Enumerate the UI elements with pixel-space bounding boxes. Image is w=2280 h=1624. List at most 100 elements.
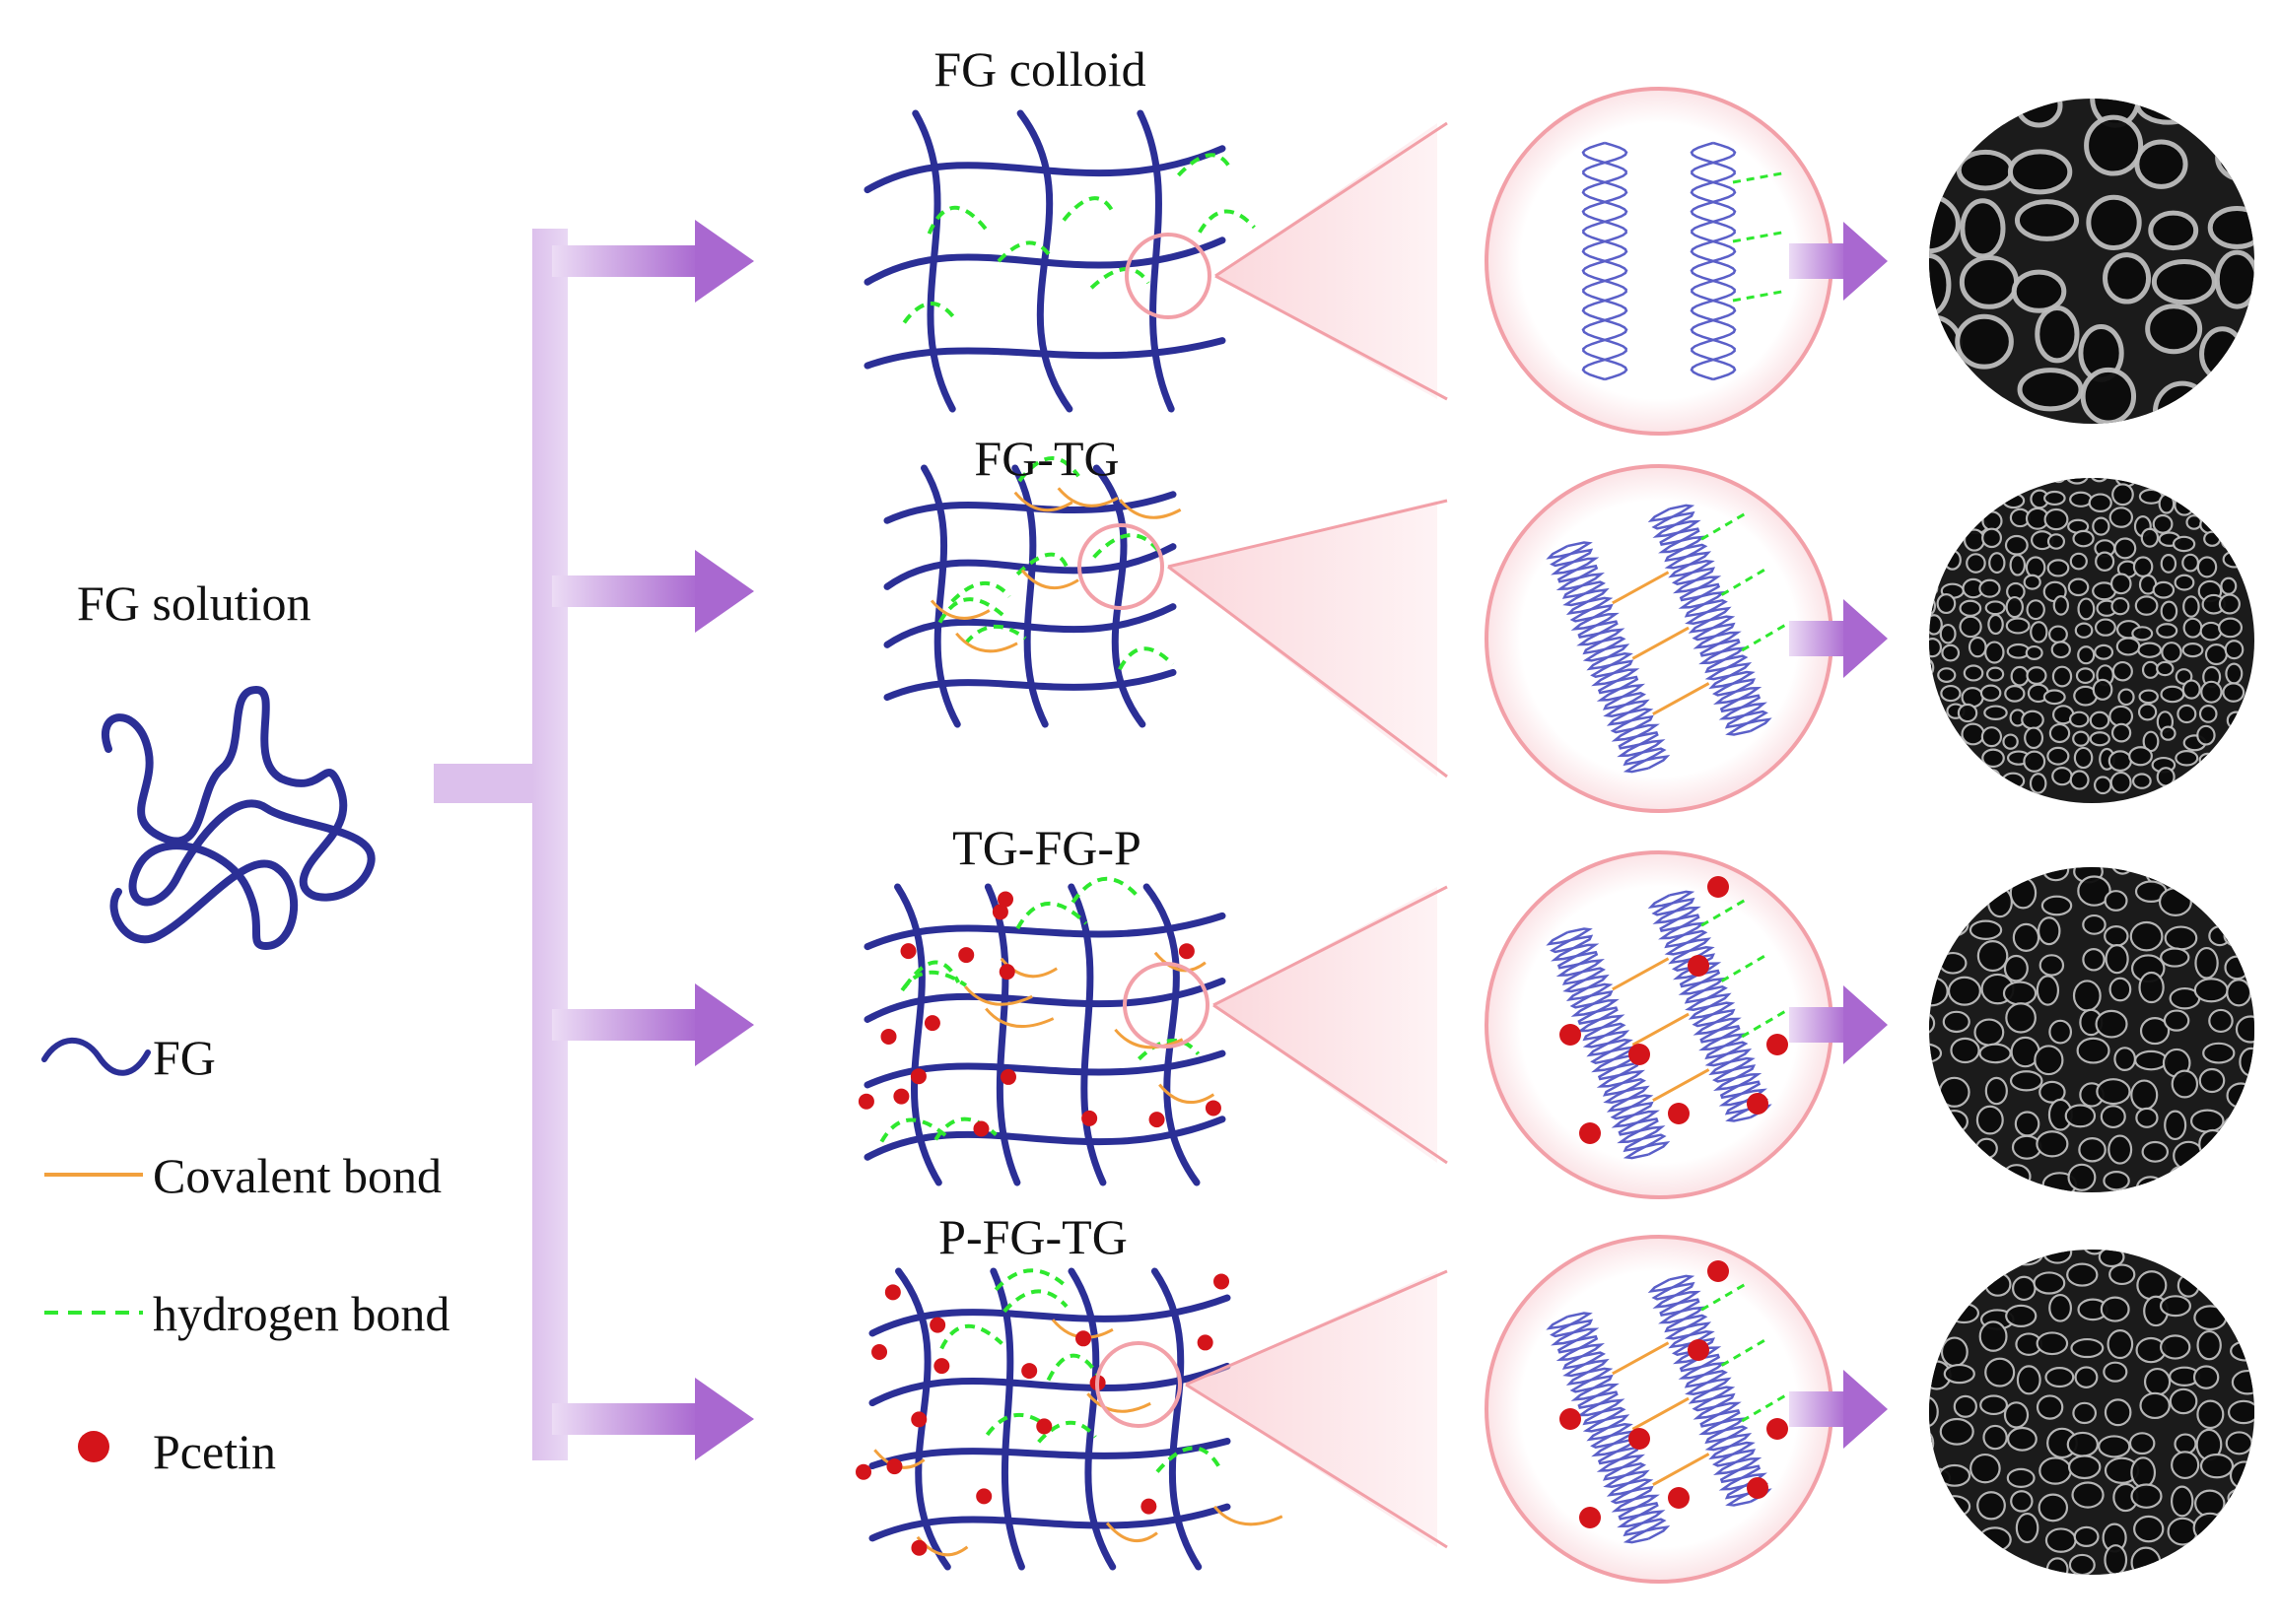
sem-pore bbox=[2223, 923, 2254, 948]
sem-pore bbox=[2160, 600, 2178, 622]
pectin-dot bbox=[1579, 1507, 1601, 1528]
sem-pore bbox=[2171, 1451, 2200, 1480]
fg-strand bbox=[1068, 883, 1107, 1186]
sem-pore bbox=[2011, 269, 2067, 313]
sem-pore bbox=[2076, 1037, 2110, 1064]
sem-pore bbox=[1976, 867, 2003, 880]
sem-pore bbox=[2103, 1361, 2128, 1383]
covalent-link bbox=[1652, 682, 1710, 716]
sem-pore bbox=[2002, 981, 2038, 1006]
sem-pore bbox=[2017, 368, 2084, 412]
sem-pore bbox=[2024, 726, 2044, 750]
sem-pore bbox=[1929, 750, 1939, 769]
pectin-dot bbox=[856, 1463, 872, 1480]
sem-pore bbox=[2068, 710, 2090, 728]
hydrogen-bond bbox=[1062, 196, 1117, 222]
sem-pore bbox=[1957, 703, 1978, 723]
sem-pore bbox=[2139, 1017, 2171, 1046]
fg-strand bbox=[883, 491, 1177, 524]
sem-pore bbox=[2218, 617, 2244, 639]
sem-pore bbox=[1929, 691, 1941, 709]
sem-pore bbox=[1950, 867, 1975, 881]
row-title-3: TG-FG-P bbox=[952, 820, 1141, 875]
hydrogen-link bbox=[1732, 230, 1788, 243]
sem-pore bbox=[1982, 488, 2007, 508]
sem-pore bbox=[1942, 514, 1961, 536]
sem-pore bbox=[2194, 946, 2219, 980]
sem-pore bbox=[2222, 550, 2246, 569]
sem-pore bbox=[2006, 1467, 2036, 1489]
helix-pair bbox=[1546, 504, 1791, 774]
sem-pore bbox=[2077, 645, 2096, 665]
sem-pore bbox=[1982, 1424, 2008, 1451]
hydrogen-bond bbox=[939, 1323, 1003, 1350]
sem-pore bbox=[2004, 534, 2029, 556]
pectin-dot bbox=[1707, 876, 1729, 898]
helix-strand bbox=[1546, 1315, 1671, 1540]
covalent-bond bbox=[964, 985, 1033, 1006]
sem-pore bbox=[2064, 1104, 2097, 1128]
sem-pore bbox=[2227, 1399, 2254, 1425]
sem-pore bbox=[2130, 1456, 2157, 1489]
sem-pore bbox=[2226, 1082, 2254, 1110]
sem-pore bbox=[2086, 194, 2142, 250]
sem-pore bbox=[2094, 643, 2114, 660]
pectin-dot bbox=[933, 1358, 950, 1375]
sem-pore bbox=[2221, 478, 2243, 486]
sem-pore bbox=[2042, 689, 2066, 706]
sem-pore bbox=[1940, 684, 1962, 703]
sem-pore bbox=[2140, 527, 2160, 548]
sem-pore bbox=[1929, 486, 1935, 508]
sem-pore bbox=[1943, 549, 1962, 571]
sem-pore bbox=[1966, 488, 1989, 505]
fg-strand bbox=[864, 978, 1226, 1023]
sem-pore bbox=[2107, 750, 2132, 773]
zoom-beam-edge bbox=[1214, 274, 1448, 401]
covalent-bond bbox=[1119, 499, 1182, 519]
sem-pore bbox=[2110, 596, 2130, 616]
sem-pore bbox=[1947, 976, 1981, 1006]
pectin-dot bbox=[958, 947, 975, 964]
sem-pore bbox=[2199, 621, 2223, 642]
sem-pore bbox=[1966, 553, 1986, 574]
pectin-dot bbox=[1668, 1487, 1690, 1509]
sem-pore bbox=[1984, 600, 2006, 616]
sem-pore bbox=[1986, 886, 2013, 918]
sem-pore bbox=[2165, 1250, 2192, 1263]
pectin-dot bbox=[1140, 1498, 1157, 1515]
sem-pore bbox=[1966, 478, 1984, 488]
hydrogen-bond bbox=[1002, 1289, 1069, 1314]
sem-pore bbox=[2025, 644, 2043, 660]
pectin-dot bbox=[1628, 1044, 1650, 1065]
row-3 bbox=[858, 850, 2254, 1199]
sem-pore bbox=[1929, 976, 1949, 1007]
flow-arrow-icon bbox=[695, 983, 754, 1066]
sem-pore bbox=[2172, 535, 2196, 553]
pectin-dot bbox=[1628, 1428, 1650, 1450]
sem-pore bbox=[2113, 1047, 2137, 1071]
sem-pore bbox=[2235, 1015, 2254, 1044]
sem-pore bbox=[1929, 657, 1935, 678]
pectin-dot bbox=[1148, 1112, 1165, 1128]
sem-pore bbox=[2068, 1553, 2096, 1575]
sem-pore bbox=[2067, 577, 2090, 597]
sem-pore bbox=[2069, 491, 2093, 508]
sem-pore bbox=[2175, 478, 2193, 486]
fg-strand bbox=[1150, 1267, 1203, 1571]
row-title-1: FG colloid bbox=[933, 41, 1146, 97]
sem-pore bbox=[2046, 746, 2070, 766]
sem-pore bbox=[2033, 1271, 2066, 1295]
row-4 bbox=[856, 1235, 2254, 1584]
sem-pore bbox=[2072, 529, 2095, 548]
sem-pore bbox=[2103, 252, 2152, 304]
sem-pore bbox=[2193, 978, 2229, 1003]
sem-pore bbox=[2229, 1304, 2254, 1330]
sem-pore bbox=[1929, 129, 1953, 172]
sem-pore bbox=[2041, 867, 2070, 882]
hydrogen-bond bbox=[994, 1268, 1066, 1292]
sem-pore bbox=[1960, 198, 2006, 259]
sem-pore bbox=[2051, 767, 2073, 786]
pectin-dot bbox=[1197, 1334, 1213, 1351]
sem-pore bbox=[1929, 1336, 1941, 1365]
